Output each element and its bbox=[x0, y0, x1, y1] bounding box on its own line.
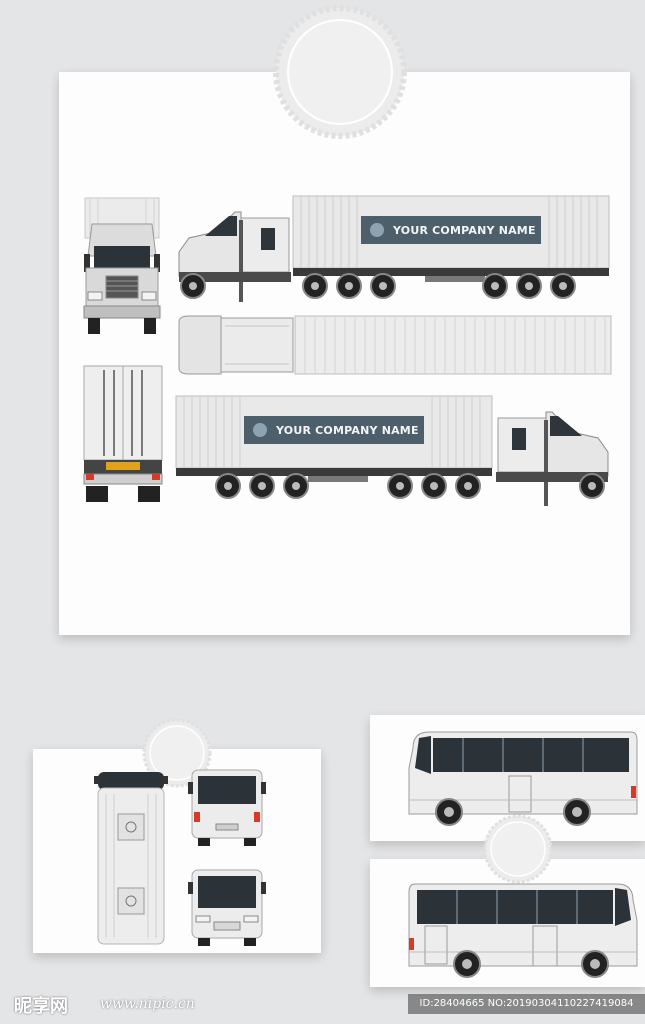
truck-front-view bbox=[83, 197, 161, 334]
watermark-id-bar: ID:28404665 NO:20190304110227419084 bbox=[408, 994, 645, 1014]
bus-views-card-badge bbox=[142, 718, 212, 788]
bus-side-view-right bbox=[408, 883, 638, 978]
watermark-logo: 昵享网 bbox=[14, 996, 68, 1017]
truck-side-view-right: YOUR COMPANY NAME bbox=[175, 395, 609, 506]
company-label-panel bbox=[361, 216, 541, 244]
company-label-text: YOUR COMPANY NAME bbox=[392, 224, 536, 237]
watermark-url: www.nipic.cn bbox=[100, 996, 195, 1012]
company-label-panel bbox=[244, 416, 424, 444]
bus-front-view bbox=[188, 869, 266, 946]
bus-rear-view bbox=[188, 769, 266, 846]
bus-side-card-badge bbox=[483, 814, 553, 884]
bus-top-view bbox=[94, 772, 168, 945]
truck-side-view-left: YOUR COMPANY NAME bbox=[178, 195, 610, 302]
bus-side-view-left bbox=[408, 731, 638, 826]
truck-top-view bbox=[178, 315, 612, 375]
company-label-text: YOUR COMPANY NAME bbox=[275, 424, 419, 437]
truck-card-badge bbox=[273, 5, 407, 139]
truck-rear-view bbox=[83, 365, 163, 502]
